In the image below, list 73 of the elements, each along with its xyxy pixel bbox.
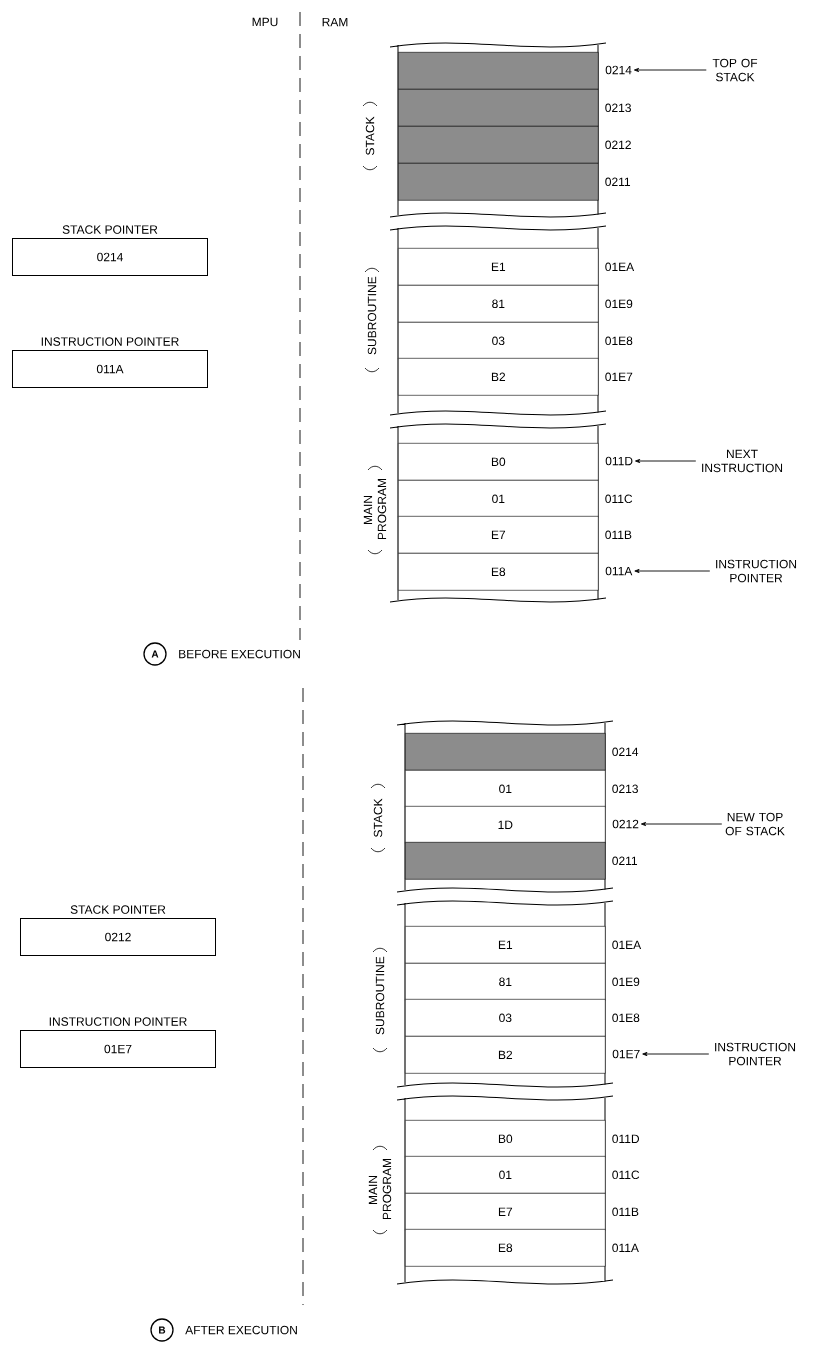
memory-cell: 1D [405, 806, 606, 844]
panel-caption: BEFORE EXECUTION [179, 649, 300, 659]
memory-cell: 01 [398, 480, 599, 518]
pointer-note: NEXT INSTRUCTION [702, 449, 783, 473]
address-label: 011C [612, 1170, 640, 1180]
memory-cell: B2 [405, 1036, 606, 1074]
memory-cell: E8 [405, 1229, 606, 1267]
address-label: 01E8 [605, 336, 633, 346]
memory-cell: 01 [405, 1156, 606, 1194]
pointer-note: INSTRUCTION POINTER [716, 559, 797, 583]
pointer-note: TOP OF STACK [712, 58, 758, 82]
arrow [640, 821, 723, 827]
address-label: 01EA [605, 262, 635, 272]
memory-cell: 01 [405, 770, 606, 808]
address-label: 0211 [605, 177, 630, 187]
pointer-note: NEW TOP OF STACK [725, 812, 785, 836]
arrow [635, 458, 697, 464]
register-box: 0214 [12, 238, 208, 276]
memory-cell: 03 [405, 999, 606, 1037]
pointer-note: INSTRUCTION POINTER [715, 1042, 796, 1066]
address-label: 0213 [605, 103, 631, 113]
address-label: 011D [605, 456, 633, 466]
section-label: MAIN PROGRAM [363, 479, 387, 539]
panel-caption: AFTER EXECUTION [185, 1325, 297, 1335]
memory-cell: 81 [405, 963, 606, 1001]
memory-cell: B0 [398, 443, 599, 481]
address-label: 011A [612, 1243, 639, 1253]
memory-cell: E7 [398, 516, 599, 554]
section-label: SUBROUTINE [367, 276, 377, 355]
address-label: 0213 [612, 784, 638, 794]
address-label: 0214 [605, 65, 632, 75]
shaded-cell [398, 52, 599, 90]
address-label: 011C [605, 494, 633, 504]
register-box: 0212 [20, 918, 216, 956]
address-label: 011A [605, 566, 633, 576]
section-label: STACK [365, 116, 375, 155]
address-label: 01E8 [612, 1013, 640, 1023]
address-label: 0212 [612, 819, 639, 829]
address-label: 011D [612, 1134, 640, 1144]
memory-cell: E1 [405, 926, 606, 964]
register-label: INSTRUCTION POINTER [49, 1017, 187, 1026]
address-label: 0212 [605, 140, 631, 150]
circled-letter: A [143, 642, 167, 666]
address-label: 01EA [612, 940, 642, 950]
register-box: 01E7 [20, 1030, 216, 1068]
address-label: 0214 [612, 747, 639, 757]
address-label: 011B [612, 1207, 639, 1217]
side-label: RAM [322, 17, 348, 27]
arrow [642, 1051, 710, 1057]
arrow [633, 67, 707, 73]
section-label: MAIN PROGRAM [368, 1159, 392, 1220]
memory-cell: B0 [405, 1120, 606, 1158]
memory-cell: B2 [398, 358, 599, 396]
memory-cell: E1 [398, 248, 599, 286]
address-label: 01E7 [605, 372, 633, 382]
memory-cell: 81 [398, 285, 599, 323]
register-box: 011A [12, 350, 208, 388]
address-label: 0211 [612, 856, 637, 866]
side-label: MPU [252, 17, 278, 27]
section-label: STACK [373, 798, 383, 837]
register-label: INSTRUCTION POINTER [41, 337, 179, 346]
memory-cell: 03 [398, 322, 599, 360]
memory-cell: E8 [398, 553, 599, 591]
address-label: 01E7 [612, 1049, 640, 1059]
circled-letter: B [150, 1318, 174, 1342]
memory-cell: E7 [405, 1193, 606, 1231]
register-label: STACK POINTER [62, 225, 158, 234]
register-label: STACK POINTER [70, 905, 166, 914]
section-label: SUBROUTINE [375, 956, 385, 1035]
address-label: 011B [605, 530, 632, 540]
arrow [634, 568, 711, 574]
address-label: 01E9 [605, 299, 633, 309]
address-label: 01E9 [612, 977, 640, 987]
